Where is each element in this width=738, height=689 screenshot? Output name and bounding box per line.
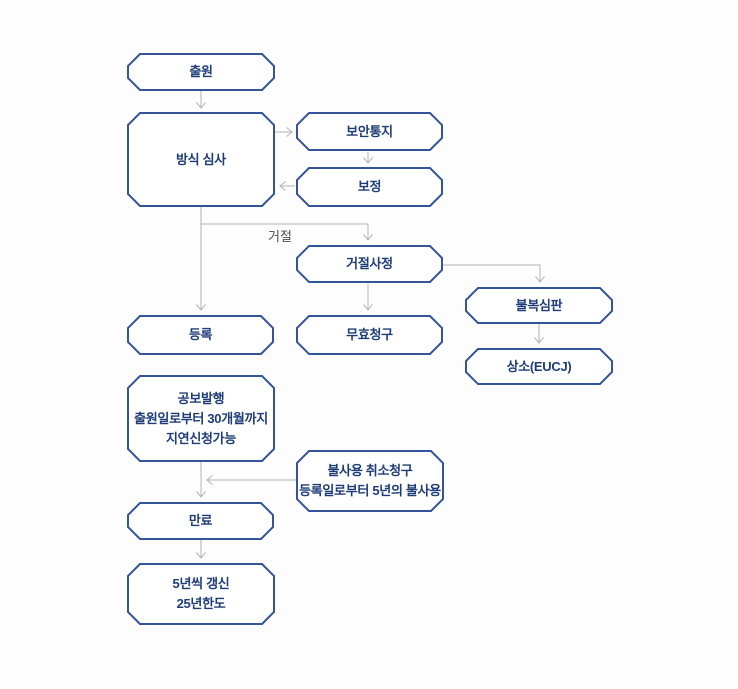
- node-shape-octagon: [465, 287, 613, 324]
- node-renewal: 5년씩 갱신 25년한도: [127, 563, 275, 625]
- node-shape-octagon: [296, 245, 443, 283]
- node-publication: 공보발행 출원일로부터 30개월까지 지연신청가능: [127, 375, 275, 462]
- node-expiration-label: 만료: [188, 513, 213, 528]
- node-non-use-cancellation-label: 불사용 취소청구 등록일로부터 5년의 불사용: [299, 463, 441, 498]
- node-registration-label: 등록: [188, 327, 213, 342]
- node-formality-exam: 방식 심사: [127, 112, 275, 207]
- node-publication-label: 공보발행 출원일로부터 30개월까지 지연신청가능: [134, 390, 268, 446]
- node-formality-exam-label: 방식 심사: [176, 151, 226, 167]
- connector-rejection-appealtrial: [443, 264, 545, 283]
- node-invalidation-request-label: 무효청구: [346, 327, 393, 342]
- node-shape-octagon: [296, 167, 443, 207]
- node-invalidation-request: 무효청구: [296, 315, 443, 355]
- node-security-notice-label: 보안통지: [346, 123, 393, 139]
- node-shape-octagon: [127, 53, 275, 91]
- node-shape-octagon: [127, 112, 275, 207]
- node-application: 출원: [127, 53, 275, 91]
- node-rejection-decision: 거절사정: [296, 245, 443, 283]
- edge-label-rejection: 거절: [268, 229, 292, 244]
- node-appeal-trial: 불복심판: [465, 287, 613, 324]
- node-shape-octagon: [127, 315, 274, 355]
- node-appeal-eucj: 상소(EUCJ): [465, 348, 613, 385]
- node-security-notice: 보안통지: [296, 112, 443, 151]
- node-rejection-decision-label: 거절사정: [346, 256, 393, 271]
- node-shape-octagon: [127, 375, 275, 462]
- node-shape-octagon: [296, 315, 443, 355]
- node-shape-octagon: [296, 450, 444, 512]
- node-shape-octagon: [127, 563, 275, 625]
- connector-formality-rejection: [201, 223, 373, 241]
- node-expiration: 만료: [127, 502, 274, 540]
- node-amendment-label: 보정: [357, 179, 382, 194]
- node-shape-octagon: [465, 348, 613, 385]
- node-amendment: 보정: [296, 167, 443, 207]
- node-shape-octagon: [127, 502, 274, 540]
- node-appeal-eucj-label: 상소(EUCJ): [506, 358, 572, 374]
- node-non-use-cancellation: 불사용 취소청구 등록일로부터 5년의 불사용: [296, 450, 444, 512]
- node-registration: 등록: [127, 315, 274, 355]
- node-shape-octagon: [296, 112, 443, 151]
- node-appeal-trial-label: 불복심판: [515, 297, 563, 313]
- node-application-label: 출원: [189, 64, 213, 79]
- node-renewal-label: 5년씩 갱신 25년한도: [172, 576, 230, 611]
